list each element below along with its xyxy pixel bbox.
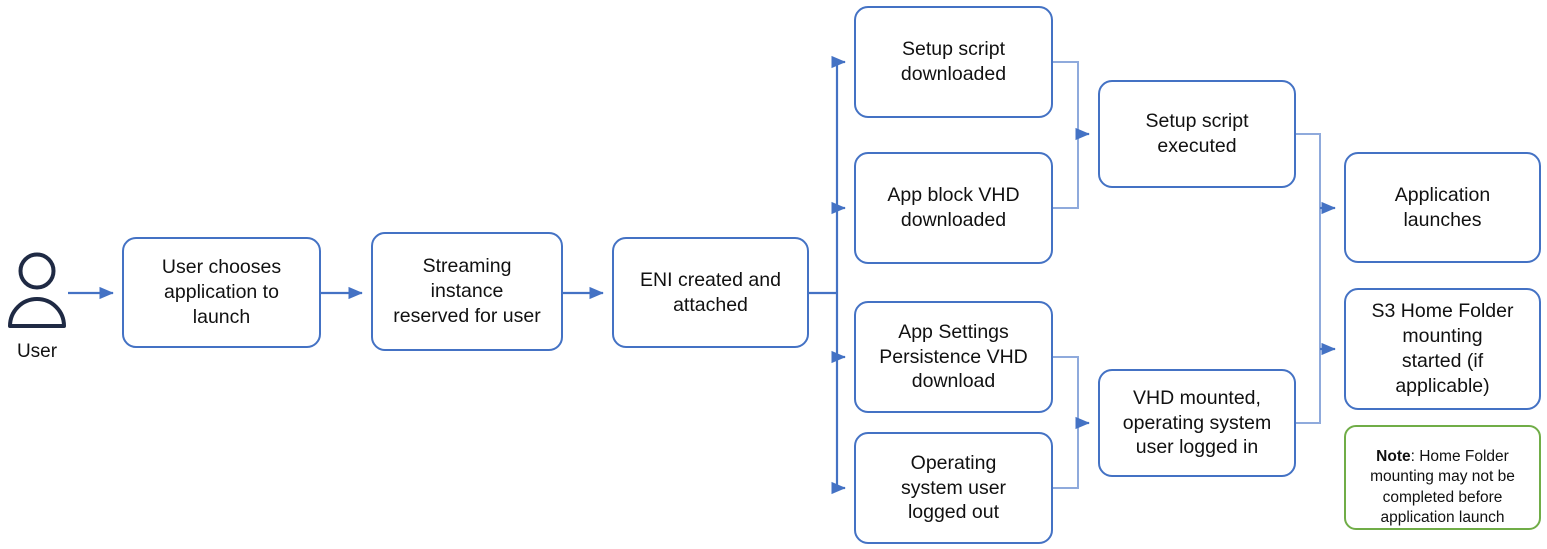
- note-home-folder-mounting: Note: Home Folder mounting may not be co…: [1344, 425, 1541, 530]
- edge-right-merge-trunk: [1296, 133, 1321, 424]
- node-label-app-block-vhd-downloaded: App block VHD downloaded: [887, 184, 1020, 231]
- node-application-launches[interactable]: Application launches: [1344, 152, 1541, 263]
- node-os-user-logged-out[interactable]: Operating system user logged out: [854, 432, 1053, 544]
- node-label-user-chooses: User chooses application to launch: [161, 256, 282, 328]
- actor-caption: User: [16, 341, 58, 362]
- note-body: Home Folder mounting may not be complete…: [1370, 448, 1515, 526]
- node-label-streaming-instance: Streaming instance reserved for user: [393, 255, 541, 327]
- user-person-icon: [8, 252, 66, 328]
- node-streaming-instance[interactable]: Streaming instance reserved for user: [371, 232, 563, 351]
- node-label-eni-created: ENI created and attached: [640, 268, 781, 316]
- node-setup-script-executed[interactable]: Setup script executed: [1098, 80, 1296, 188]
- note-text: Note: Home Folder mounting may not be co…: [1354, 427, 1531, 528]
- node-label-s3-home-folder-mounting: S3 Home Folder mounting started (if appl…: [1371, 300, 1514, 397]
- node-app-settings-persistence-vhd[interactable]: App Settings Persistence VHD download: [854, 301, 1053, 413]
- node-label-application-launches: Application launches: [1394, 183, 1491, 231]
- note-separator: :: [1410, 448, 1420, 466]
- node-s3-home-folder-mounting[interactable]: S3 Home Folder mounting started (if appl…: [1344, 288, 1541, 410]
- node-label-setup-script-downloaded: Setup script downloaded: [900, 38, 1007, 85]
- node-eni-created[interactable]: ENI created and attached: [612, 237, 809, 348]
- node-label-os-user-logged-out: Operating system user logged out: [900, 451, 1007, 524]
- node-label-setup-script-executed: Setup script executed: [1145, 110, 1249, 157]
- note-prefix: Note: [1376, 448, 1411, 466]
- node-vhd-mounted[interactable]: VHD mounted, operating system user logge…: [1098, 369, 1296, 477]
- node-label-vhd-mounted: VHD mounted, operating system user logge…: [1122, 386, 1272, 459]
- edge-merge-top-pair: [1053, 61, 1079, 209]
- node-app-block-vhd-downloaded[interactable]: App block VHD downloaded: [854, 152, 1053, 264]
- node-setup-script-downloaded[interactable]: Setup script downloaded: [854, 6, 1053, 118]
- node-label-app-settings-persistence-vhd: App Settings Persistence VHD download: [879, 320, 1028, 393]
- edge-merge-bottom-pair: [1053, 356, 1079, 489]
- node-user-chooses[interactable]: User chooses application to launch: [122, 237, 321, 348]
